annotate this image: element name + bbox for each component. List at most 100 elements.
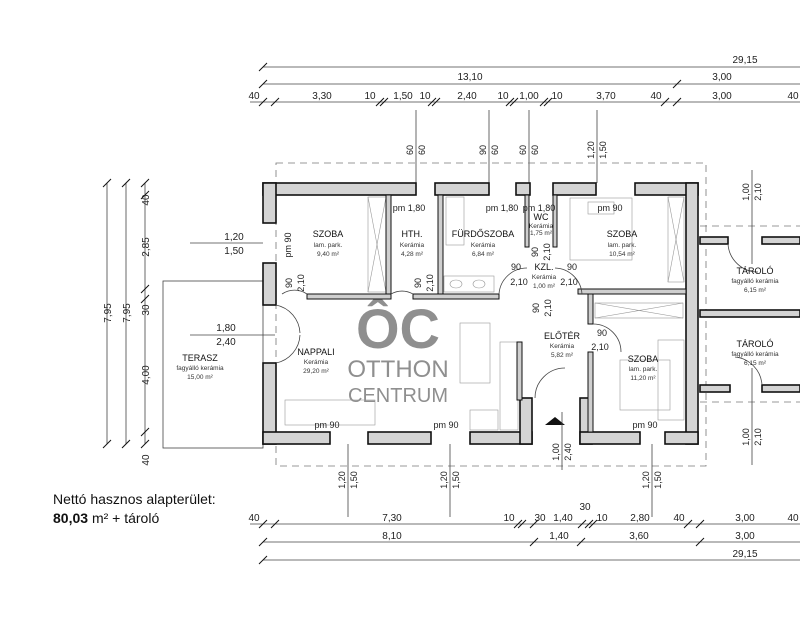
dim-top-seg: 1,00	[519, 91, 539, 102]
dim-bottom-seg: 30	[579, 502, 591, 513]
svg-text:Kerámia: Kerámia	[471, 242, 496, 249]
dim-total-left: 7,95	[103, 303, 114, 323]
entrance-arrow	[545, 417, 565, 425]
window-height: 1,50	[598, 141, 608, 159]
door-width: 90	[284, 278, 294, 288]
svg-text:TERASZ: TERASZ	[182, 353, 218, 363]
svg-text:Kerámia: Kerámia	[532, 274, 557, 281]
svg-text:SZOBA: SZOBA	[313, 229, 344, 239]
dim-top-seg: 1,50	[393, 91, 413, 102]
svg-text:9,40 m²: 9,40 m²	[317, 251, 340, 258]
svg-text:Kerámia: Kerámia	[529, 223, 554, 230]
window-height: 1,50	[349, 471, 359, 489]
svg-text:fagyálló kerámia: fagyálló kerámia	[731, 278, 779, 285]
svg-text:11,20 m²: 11,20 m²	[630, 375, 656, 382]
dim-bottom-seg: 40	[787, 513, 799, 524]
dim-top-seg: 10	[551, 91, 563, 102]
door-width: 90	[530, 247, 540, 257]
dim-bottom-seg: 3,00	[735, 513, 755, 524]
svg-text:lam. park.: lam. park.	[629, 366, 658, 373]
window-width: 1,20	[439, 471, 449, 489]
svg-text:4,28 m²: 4,28 m²	[401, 251, 424, 258]
dim-top-seg: 40	[787, 91, 799, 102]
window-height: 1,50	[653, 471, 663, 489]
svg-text:FÜRDŐSZOBA: FÜRDŐSZOBA	[452, 229, 515, 239]
dim-bottom-seg: 40	[248, 513, 260, 524]
net-area-unit: m²	[91, 510, 109, 526]
dim-top-seg: 3,30	[312, 91, 332, 102]
svg-text:Kerámia: Kerámia	[550, 343, 575, 350]
logo-line1: OTTHON	[347, 356, 448, 383]
svg-text:6,84 m²: 6,84 m²	[472, 251, 495, 258]
window-height: 60	[417, 145, 427, 155]
dim-left-seg: 4,00	[141, 365, 152, 385]
svg-text:lam. park.: lam. park.	[608, 242, 637, 249]
dim-bottom-seg: 10	[596, 513, 608, 524]
window-height: 60	[530, 145, 540, 155]
window-height: 60	[490, 145, 500, 155]
svg-text:TÁROLÓ: TÁROLÓ	[736, 339, 773, 349]
terrace-door-width: 1,80	[216, 323, 236, 334]
dim-top-seg: 40	[650, 91, 662, 102]
door-width: 90	[597, 328, 607, 338]
dim-top-sub: 13,10	[457, 72, 482, 83]
terrace-door-height: 2,40	[216, 337, 236, 348]
parapet-label: pm 90	[283, 232, 293, 257]
svg-text:TÁROLÓ: TÁROLÓ	[736, 266, 773, 276]
svg-text:15,00 m²: 15,00 m²	[187, 374, 213, 381]
svg-text:1,75 m²: 1,75 m²	[530, 230, 553, 237]
entrance-width: 1,00	[551, 443, 561, 461]
walls	[262, 182, 800, 445]
svg-text:SZOBA: SZOBA	[628, 354, 659, 364]
door-height: 2,10	[542, 243, 552, 261]
dim-bottom-seg: 10	[503, 513, 515, 524]
svg-text:SZOBA: SZOBA	[607, 229, 638, 239]
parapet-label: pm 90	[314, 420, 339, 430]
door-height: 2,10	[560, 277, 578, 287]
dim-bottom-seg: 30	[534, 513, 546, 524]
room-terasz: TERASZ fagyálló kerámia 15,00 m²	[176, 353, 224, 381]
dim-left-seg: 40	[141, 454, 152, 466]
dim-bottom-sub: 3,60	[629, 531, 649, 542]
dim-total-left: 7,95	[122, 303, 133, 323]
door-height: 2,10	[296, 274, 306, 292]
svg-text:10,54 m²: 10,54 m²	[609, 251, 635, 258]
window-width: 1,20	[224, 232, 244, 243]
entrance-height: 2,40	[563, 443, 573, 461]
room-tarolo-1: TÁROLÓ fagyálló kerámia 6,15 m²	[731, 266, 779, 294]
door-width: 90	[511, 262, 521, 272]
svg-text:fagyálló kerámia: fagyálló kerámia	[731, 351, 779, 358]
logo-mark: ÔC	[356, 297, 440, 360]
dim-top-seg: 10	[419, 91, 431, 102]
dim-top-seg: 10	[497, 91, 509, 102]
door-swings	[275, 243, 763, 399]
dim-top-seg: 3,00	[712, 91, 732, 102]
storage-door-width: 1,00	[741, 183, 751, 201]
net-area-value-line: 80,03 m² + tároló	[53, 509, 216, 528]
otthon-centrum-logo: ÔC OTTHON CENTRUM	[347, 297, 448, 407]
dim-top-seg: 40	[248, 91, 260, 102]
door-width: 90	[413, 278, 423, 288]
door-height: 2,10	[543, 299, 553, 317]
net-area-note: Nettó hasznos alapterület: 80,03 m² + tá…	[53, 490, 216, 528]
door-height: 2,10	[425, 274, 435, 292]
furniture	[284, 196, 685, 431]
dim-top-seg: 3,70	[596, 91, 616, 102]
dim-left-seg: 40	[141, 194, 152, 206]
svg-text:WC: WC	[534, 212, 549, 222]
door-width: 90	[567, 262, 577, 272]
storage-door-width: 1,00	[741, 428, 751, 446]
room-szoba-3: SZOBA lam. park. 11,20 m²	[628, 354, 659, 382]
dim-left-seg: 2,85	[141, 237, 152, 257]
dim-bottom-seg: 7,30	[382, 513, 402, 524]
svg-text:6,15 m²: 6,15 m²	[744, 287, 767, 294]
svg-text:KZL.: KZL.	[534, 262, 553, 272]
svg-text:fagyálló kerámia: fagyálló kerámia	[176, 365, 224, 372]
storage-door-height: 2,10	[753, 428, 763, 446]
parapet-label: pm 90	[597, 203, 622, 213]
door-width: 90	[531, 303, 541, 313]
